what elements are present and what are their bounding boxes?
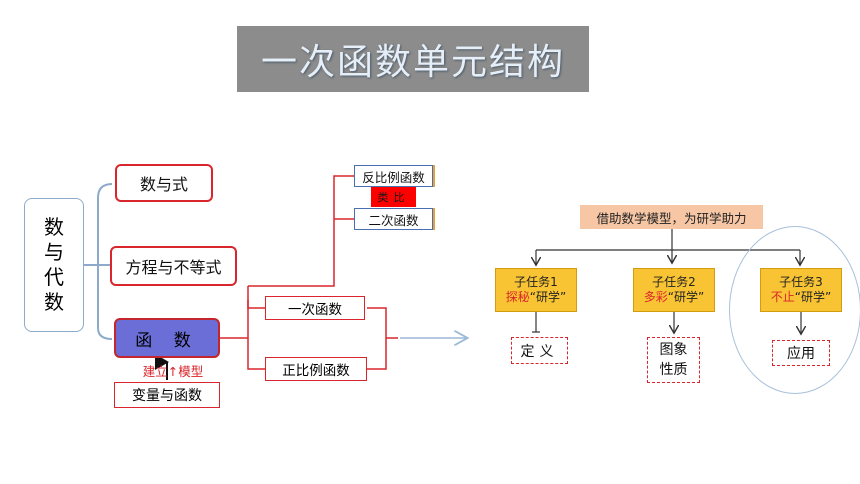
subtask-3-highlight-circle: [729, 226, 860, 394]
output-line: 性质: [659, 362, 688, 378]
subtask-prefix: 多彩: [643, 290, 668, 304]
node-fanbili-hanshu: 反比例函数: [354, 165, 433, 187]
subtask-name: 子任务3: [779, 275, 823, 289]
root-node-shu-yu-daishu: 数 与 代 数: [24, 198, 84, 332]
tag-leibi: 类比: [371, 187, 416, 207]
root-char: 与: [44, 240, 64, 264]
node-bianliang-yu-hanshu: 变量与函数: [114, 382, 220, 408]
subtask-suffix: “研学”: [794, 290, 832, 304]
root-bracket: [84, 183, 113, 340]
subtask-prefix: 探秘: [505, 290, 530, 304]
root-char: 数: [44, 290, 64, 314]
root-char: 数: [44, 215, 64, 239]
node-fangcheng-bu-dengshi: 方程与不等式: [110, 246, 237, 286]
subtask-1: 子任务1 探秘“研学”: [495, 268, 577, 312]
subtask-prefix: 不止: [770, 290, 795, 304]
label-jianli-moxing: 建立↑模型: [142, 363, 204, 379]
root-char: 代: [44, 265, 64, 289]
node-hanshu: 函 数: [114, 318, 220, 358]
node-zhengbili-hanshu: 正比例函数: [265, 357, 367, 381]
subtask-suffix: “研学”: [529, 290, 567, 304]
output-yingyong: 应用: [772, 340, 830, 366]
output-line: 图象: [659, 342, 688, 358]
output-dingyi: 定义: [511, 337, 568, 364]
subtask-name: 子任务2: [652, 275, 696, 289]
subtask-3: 子任务3 不止“研学”: [760, 268, 842, 312]
node-erci-hanshu: 二次函数: [354, 208, 433, 230]
subtask-suffix: “研学”: [667, 290, 705, 304]
subtask-2: 子任务2 多彩“研学”: [633, 268, 715, 312]
node-shu-yu-shi: 数与式: [115, 164, 213, 202]
page-title: 一次函数单元结构: [237, 26, 589, 92]
output-tuxiang-xingzhi: 图象 性质: [647, 337, 700, 383]
research-header: 借助数学模型，为研学助力: [580, 205, 763, 229]
node-yici-hanshu: 一次函数: [265, 296, 365, 320]
function-connectors: [220, 175, 398, 370]
subtask-name: 子任务1: [514, 275, 558, 289]
